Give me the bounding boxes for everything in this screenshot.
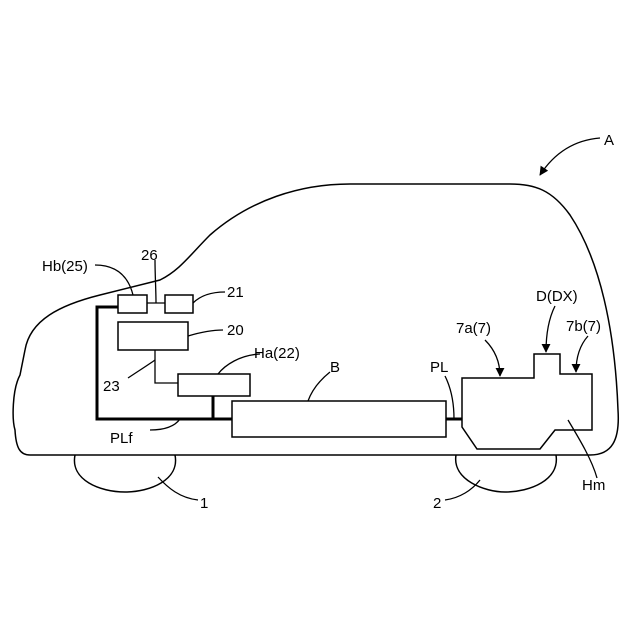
label-plf: PLf: [110, 430, 133, 447]
label-PL: PL: [430, 359, 448, 376]
label-ha22: Ha(22): [254, 345, 300, 362]
component-20-box: [118, 322, 188, 350]
label-21: 21: [227, 284, 244, 301]
leader-A: [540, 138, 600, 175]
component-21-box: [165, 295, 193, 313]
rear-wheel: [456, 455, 557, 492]
leader-23: [128, 360, 155, 378]
battery-b-box: [232, 401, 446, 437]
wire-23: [155, 350, 178, 383]
leader-20: [188, 330, 223, 336]
label-B: B: [330, 359, 340, 376]
label-A: A: [604, 132, 614, 149]
leader-B: [308, 372, 330, 401]
label-23: 23: [103, 378, 120, 395]
component-hb25-box: [118, 295, 147, 313]
leader-26: [155, 260, 156, 303]
label-20: 20: [227, 322, 244, 339]
leader-7a: [485, 340, 500, 376]
label-hb25: Hb(25): [42, 258, 88, 275]
leader-21: [193, 292, 225, 303]
label-2: 2: [433, 495, 441, 512]
front-wheel: [74, 455, 175, 492]
label-Hm: Hm: [582, 477, 605, 494]
label-7b: 7b(7): [566, 318, 601, 335]
leader-hb25: [95, 265, 133, 295]
leader-plf: [150, 419, 180, 430]
label-7a: 7a(7): [456, 320, 491, 337]
label-1: 1: [200, 495, 208, 512]
component-ha22-box: [178, 374, 250, 396]
motor-housing-hm: [462, 354, 592, 449]
leader-2: [445, 480, 480, 500]
label-ddx: D(DX): [536, 288, 578, 305]
leader-ddx: [546, 306, 555, 352]
label-26: 26: [141, 247, 158, 264]
leader-7b: [576, 336, 588, 372]
